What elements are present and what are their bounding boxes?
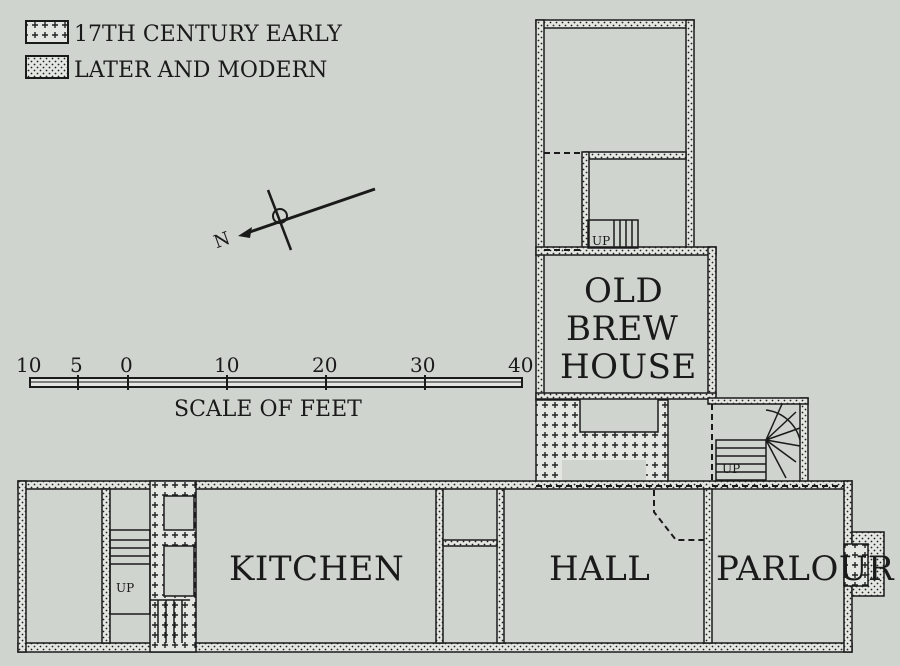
scale-tick: 10 — [214, 353, 239, 377]
chimney-stack-early — [535, 399, 669, 483]
scale-tick: 10 — [16, 353, 41, 377]
north-arrow: N — [211, 187, 376, 253]
kitchen-stair — [109, 529, 190, 643]
back-stair-label: UP — [722, 462, 740, 476]
room-label-parlour: PARLOUR — [716, 549, 895, 589]
north-wing-walls — [535, 19, 717, 401]
legend: 17TH CENTURY EARLY LATER AND MODERN — [25, 20, 342, 83]
scale-tick: 5 — [70, 353, 83, 377]
main-range-dashes — [536, 404, 844, 541]
scale-tick: 30 — [410, 353, 435, 377]
legend-label-later: LATER AND MODERN — [74, 58, 327, 83]
scale-tick: 0 — [120, 353, 133, 377]
legend-label-early: 17TH CENTURY EARLY — [74, 22, 342, 47]
legend-swatch-later — [25, 55, 69, 79]
kitchen-chimney-early — [149, 480, 197, 653]
room-label-old-brew-house-line1: OLD — [584, 271, 663, 311]
scale-caption: SCALE OF FEET — [174, 397, 362, 422]
upper-stair — [587, 219, 639, 249]
room-label-hall: HALL — [549, 549, 650, 589]
scale-tick: 20 — [312, 353, 337, 377]
scale-tick: 40 — [508, 353, 533, 377]
room-label-kitchen: KITCHEN — [229, 549, 404, 589]
room-label-old-brew-house-line3: HOUSE — [560, 347, 697, 387]
parlour-bay — [843, 531, 885, 597]
kitchen-stair-label: UP — [116, 581, 134, 595]
back-stair — [715, 403, 801, 481]
scale-bar: 10 5 0 10 20 30 40 SCALE OF FEET — [16, 353, 533, 422]
upper-stair-label: UP — [592, 234, 610, 248]
north-wing-dashes — [544, 152, 584, 251]
legend-swatch-early — [25, 20, 69, 44]
room-labels: OLD BREW HOUSE KITCHEN HALL PARLOUR — [229, 271, 895, 589]
room-label-old-brew-house-line2: BREW — [566, 309, 678, 349]
north-letter: N — [211, 228, 233, 253]
